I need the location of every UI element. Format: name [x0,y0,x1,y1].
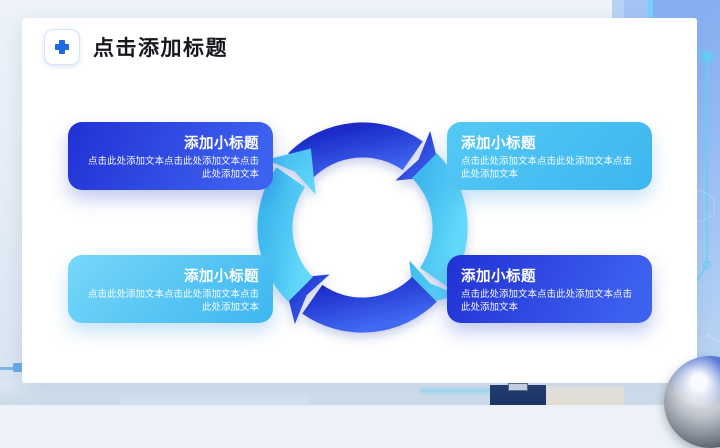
box-title: 添加小标题 [461,135,536,152]
cycle-diagram [257,122,468,333]
photo-strip-screen [508,383,528,391]
content-box-top-right[interactable]: 添加小标题 点击此处添加文本点击此处添加文本点击此处添加文本 [447,122,652,190]
content-box-bottom-right[interactable]: 添加小标题 点击此处添加文本点击此处添加文本点击此处添加文本 [447,255,652,323]
left-accent-nub [13,363,24,372]
photo-strip-beige-block [546,386,624,405]
plus-icon [44,29,80,65]
box-body: 点击此处添加文本点击此处添加文本点击此处添加文本 [461,155,633,180]
box-body: 点击此处添加文本点击此处添加文本点击此处添加文本 [87,155,259,180]
content-box-bottom-left[interactable]: 添加小标题 点击此处添加文本点击此处添加文本点击此处添加文本 [68,255,273,323]
box-title: 添加小标题 [184,268,259,285]
cycle-arrow-left [257,148,316,302]
box-title: 添加小标题 [184,135,259,152]
photo-strip-glow [420,389,492,393]
background-cyan-streak [648,0,653,20]
page-title[interactable]: 点击添加标题 [93,37,228,60]
background-photo-strip [0,382,720,405]
photo-strip-navy-block [490,385,546,405]
photo-strip-blue-shape [120,391,310,405]
box-title: 添加小标题 [461,268,536,285]
box-body: 点击此处添加文本点击此处添加文本点击此处添加文本 [461,288,633,313]
content-box-top-left[interactable]: 添加小标题 点击此处添加文本点击此处添加文本点击此处添加文本 [68,122,273,190]
title-row: 点击添加标题 [44,29,228,65]
box-body: 点击此处添加文本点击此处添加文本点击此处添加文本 [87,288,259,313]
